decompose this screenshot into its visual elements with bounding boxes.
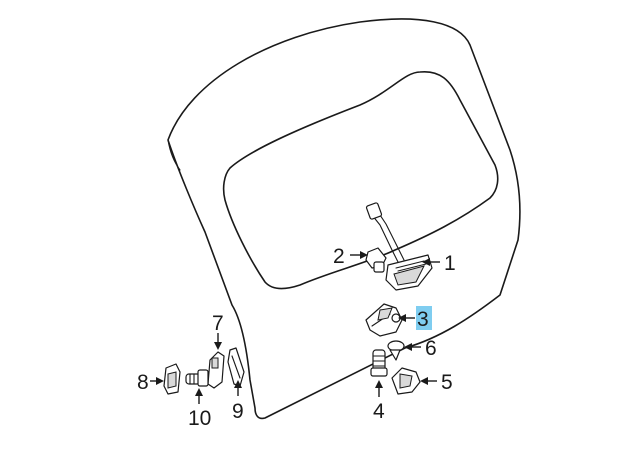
callout-3[interactable]: 3 bbox=[417, 308, 429, 331]
callout-10[interactable]: 10 bbox=[188, 407, 211, 430]
callout-9[interactable]: 9 bbox=[232, 400, 244, 423]
callout-4[interactable]: 4 bbox=[373, 400, 385, 423]
part-2-socket bbox=[365, 247, 387, 273]
part-9-strip bbox=[227, 347, 245, 387]
callout-5[interactable]: 5 bbox=[441, 371, 453, 394]
rear-window bbox=[222, 71, 499, 290]
callout-8[interactable]: 8 bbox=[137, 371, 149, 394]
part-8-clip bbox=[163, 363, 181, 395]
part-3-bracket bbox=[365, 303, 403, 337]
part-10-bolt bbox=[185, 369, 209, 387]
callout-arrows bbox=[150, 251, 440, 404]
callout-labels: 1 2 3 4 5 6 7 8 9 10 bbox=[137, 245, 456, 430]
callout-2[interactable]: 2 bbox=[333, 245, 345, 268]
callout-1[interactable]: 1 bbox=[444, 252, 456, 275]
part-5-cover bbox=[391, 367, 421, 395]
part-1-license-lamp bbox=[365, 202, 433, 291]
liftgate-panel bbox=[167, 18, 521, 420]
callout-7[interactable]: 7 bbox=[212, 312, 224, 335]
callout-6[interactable]: 6 bbox=[425, 337, 437, 360]
callout-3-highlight bbox=[416, 306, 432, 330]
part-4-bolt bbox=[370, 349, 388, 377]
part-6-screw bbox=[387, 340, 405, 361]
part-7-plate bbox=[207, 351, 225, 389]
